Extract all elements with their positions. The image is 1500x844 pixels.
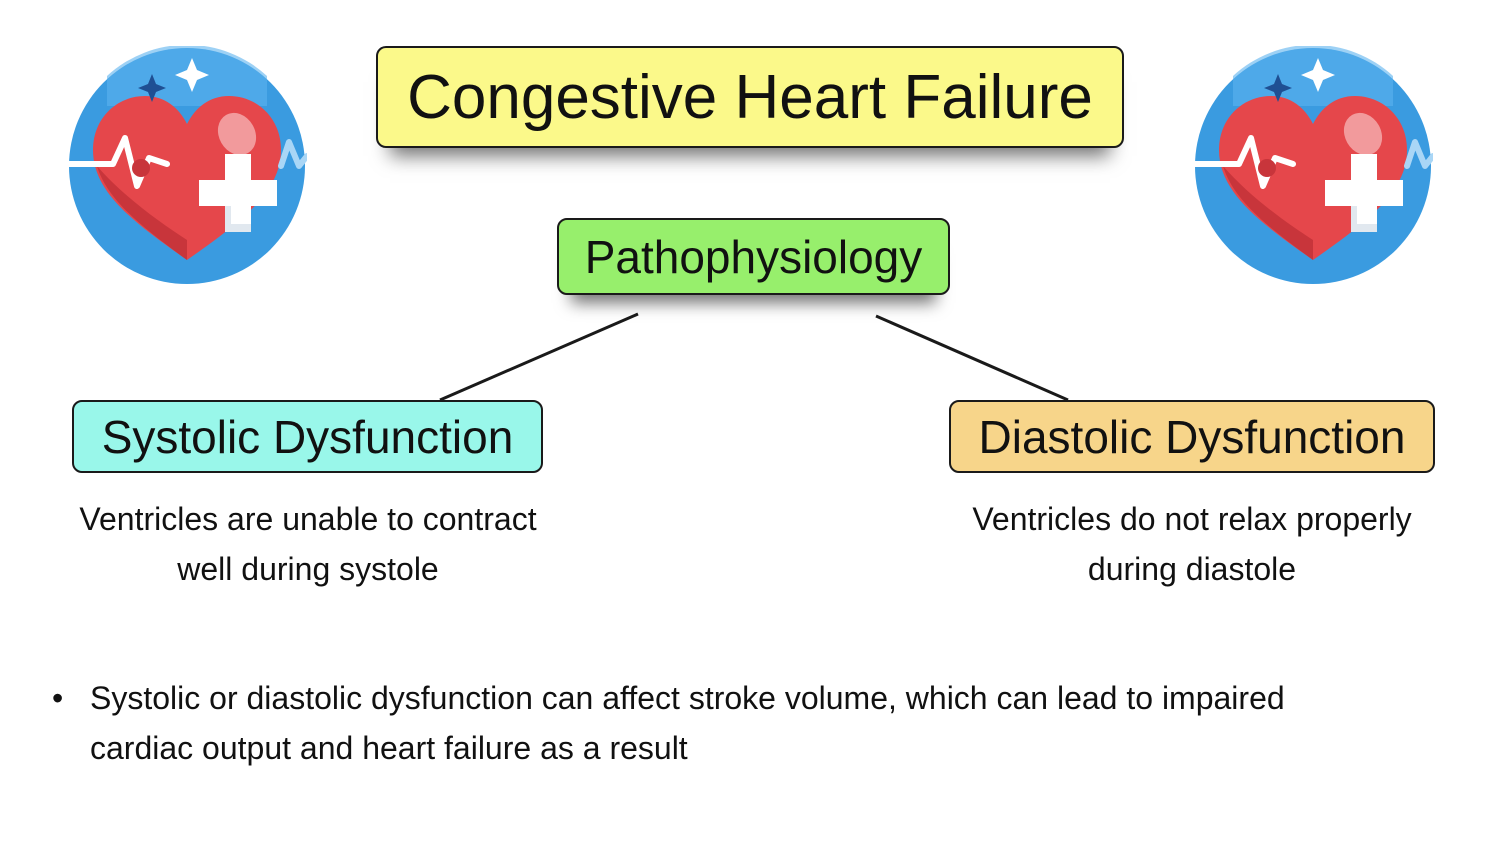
systolic-description: Ventricles are unable to contract well d… [30,494,586,594]
bullet-marker: • [52,680,64,716]
connector-left [439,312,639,402]
diastolic-description-line2: during diastole [1087,551,1297,587]
heart-health-icon [67,46,307,284]
title-box: Congestive Heart Failure [376,46,1124,148]
bullet-text-line1: Systolic or diastolic dysfunction can af… [90,680,1285,716]
bullet-text-line2: cardiac output and heart failure as a re… [90,730,688,766]
diastolic-description: Ventricles do not relax properly during … [917,494,1467,594]
subtitle-label: Pathophysiology [584,230,923,283]
bullet-note: • Systolic or diastolic dysfunction can … [52,673,1472,773]
systolic-description-line1: Ventricles are unable to contract [79,501,537,537]
systolic-description-line2: well during systole [177,551,439,587]
systolic-label: Systolic Dysfunction [101,410,514,463]
heart-health-icon [1193,46,1433,284]
diastolic-description-line1: Ventricles do not relax properly [972,501,1412,537]
diastolic-label: Diastolic Dysfunction [978,410,1406,463]
diastolic-box: Diastolic Dysfunction [949,400,1435,473]
systolic-box: Systolic Dysfunction [72,400,543,473]
subtitle-box: Pathophysiology [557,218,950,295]
page-title: Congestive Heart Failure [407,62,1093,132]
connector-right [875,314,1069,402]
